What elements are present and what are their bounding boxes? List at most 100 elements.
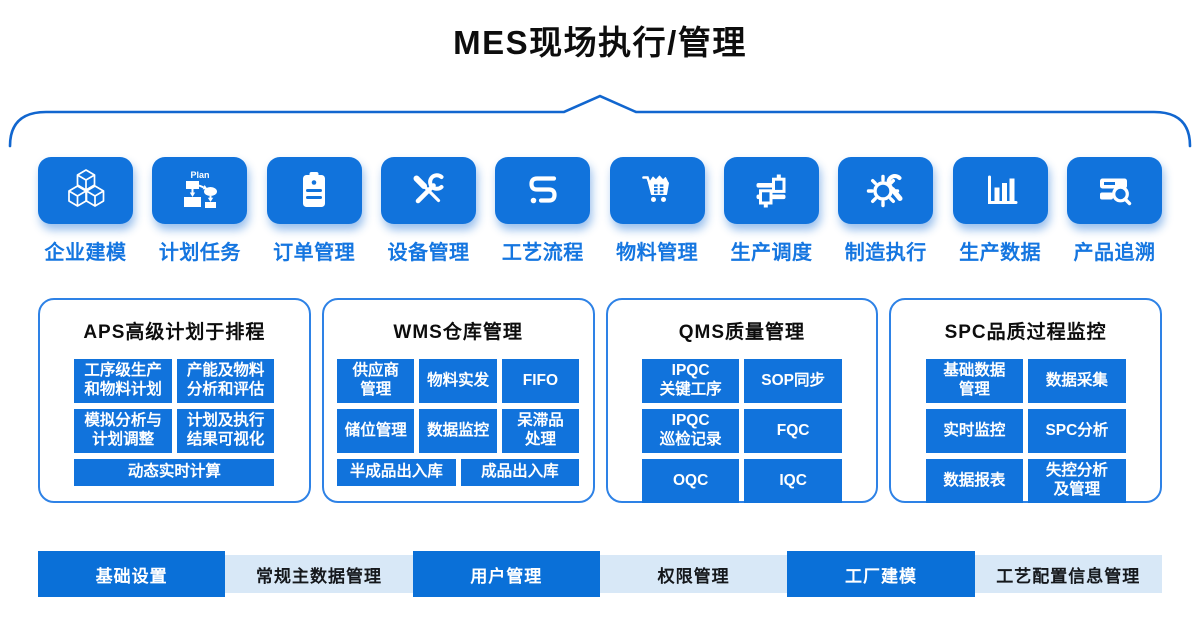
feature-cell: SOP同步 [744, 359, 842, 403]
module-process-flow: 工艺流程 [495, 157, 591, 265]
module-label: 生产调度 [730, 242, 813, 264]
module-label: 计划任务 [158, 242, 241, 264]
feature-cell: 模拟分析与 计划调整 [74, 409, 172, 453]
module-cubes: 企业建模 [38, 157, 133, 265]
module-tile-cubes [38, 157, 133, 224]
panel-row: APS高级计划于排程工序级生产 和物料计划产能及物料 分析和评估模拟分析与 计划… [38, 298, 1162, 503]
feature-cell: FQC [744, 409, 842, 453]
module-tile-gear-wrench [838, 157, 934, 224]
plan-flowchart-icon: Plan [183, 170, 217, 208]
module-tile-cart [609, 157, 705, 224]
bar-chart-icon [988, 175, 1018, 204]
footer-item: 工厂建模 [787, 551, 975, 597]
footer-item: 基础设置 [38, 551, 226, 597]
panel-row: 基础数据 管理数据采集 [925, 359, 1126, 403]
process-flow-icon [529, 175, 557, 203]
module-label: 企业建模 [44, 242, 127, 264]
panel-aps: APS高级计划于排程工序级生产 和物料计划产能及物料 分析和评估模拟分析与 计划… [38, 298, 311, 503]
clipboard-icon [303, 171, 326, 207]
module-row: 企业建模 Plan 计划任务 订单管理 设备管理 工艺流程 物料管理 生产调度 制造执行 生产数据… [38, 157, 1162, 265]
panel-row: 数据报表失控分析 及管理 [925, 459, 1126, 503]
module-tile-sliders [723, 157, 819, 224]
panel-row: 动态实时计算 [74, 459, 275, 486]
footer-item: 权限管理 [599, 555, 788, 593]
module-label: 设备管理 [387, 242, 470, 264]
feature-cell: 失控分析 及管理 [1028, 459, 1126, 503]
feature-cell: 数据采集 [1028, 359, 1126, 403]
feature-cell: 半成品出入库 [337, 459, 456, 486]
module-search-document: 产品追溯 [1066, 157, 1162, 265]
panel-row: 储位管理数据监控呆滞品 处理 [337, 409, 580, 453]
feature-cell: IQC [744, 459, 842, 503]
feature-cell: 呆滞品 处理 [501, 409, 580, 453]
module-clipboard: 订单管理 [266, 157, 362, 265]
module-tile-plan-flowchart: Plan [152, 157, 248, 224]
footer-item: 工艺配置信息管理 [974, 555, 1162, 593]
module-label: 制造执行 [844, 242, 927, 264]
module-plan-flowchart: Plan 计划任务 [152, 157, 248, 265]
footer-bar: 基础设置常规主数据管理用户管理权限管理工厂建模工艺配置信息管理 [38, 551, 1162, 597]
module-tile-clipboard [266, 157, 362, 224]
feature-cell: FIFO [501, 359, 580, 403]
feature-cell: 数据报表 [925, 459, 1024, 503]
cubes-icon [67, 168, 104, 207]
module-tools: 设备管理 [380, 157, 476, 265]
overbrace-line [8, 94, 1192, 148]
gear-wrench-icon [866, 173, 903, 207]
module-tile-process-flow [495, 157, 591, 224]
module-label: 订单管理 [273, 242, 356, 264]
module-gear-wrench: 制造执行 [838, 157, 934, 265]
feature-cell: 基础数据 管理 [925, 359, 1024, 403]
svg-text:Plan: Plan [190, 170, 209, 180]
feature-cell: 动态实时计算 [74, 459, 275, 486]
panel-row: 半成品出入库成品出入库 [337, 459, 580, 486]
feature-cell: IPQC 巡检记录 [641, 409, 740, 453]
module-tile-search-document [1066, 157, 1162, 224]
footer-item: 常规主数据管理 [225, 555, 413, 593]
tools-icon [413, 172, 444, 203]
feature-cell: 产能及物料 分析和评估 [176, 359, 275, 403]
page-title: MES现场执行/管理 [453, 24, 747, 61]
feature-cell: OQC [641, 459, 740, 503]
panel-row: 工序级生产 和物料计划产能及物料 分析和评估 [74, 359, 275, 403]
module-cart: 物料管理 [609, 157, 705, 265]
feature-cell: 工序级生产 和物料计划 [74, 359, 172, 403]
panel-title: WMS仓库管理 [393, 322, 523, 343]
module-bar-chart: 生产数据 [952, 157, 1048, 265]
feature-cell: 储位管理 [337, 409, 415, 453]
module-label: 物料管理 [616, 242, 699, 264]
panel-body: 工序级生产 和物料计划产能及物料 分析和评估模拟分析与 计划调整计划及执行 结果… [74, 359, 275, 486]
module-label: 生产数据 [959, 242, 1042, 264]
panel-title: SPC品质过程监控 [944, 322, 1107, 343]
feature-cell: 物料实发 [419, 359, 497, 403]
feature-cell: 计划及执行 结果可视化 [176, 409, 275, 453]
sliders-icon [756, 174, 786, 207]
module-tile-bar-chart [952, 157, 1048, 224]
panel-title: QMS质量管理 [678, 322, 806, 343]
feature-cell: IPQC 关键工序 [641, 359, 740, 403]
search-document-icon [1100, 178, 1132, 205]
feature-cell: 实时监控 [925, 409, 1024, 453]
feature-cell: SPC分析 [1028, 409, 1126, 453]
feature-cell: 供应商 管理 [337, 359, 415, 403]
module-label: 工艺流程 [501, 242, 584, 264]
module-tile-tools [380, 157, 476, 224]
panel-title: APS高级计划于排程 [83, 322, 266, 343]
footer-item: 用户管理 [412, 551, 600, 597]
module-label: 产品追溯 [1073, 242, 1156, 264]
feature-cell: 数据监控 [419, 409, 497, 453]
cart-icon [642, 175, 670, 202]
panel-row: 模拟分析与 计划调整计划及执行 结果可视化 [74, 409, 275, 453]
